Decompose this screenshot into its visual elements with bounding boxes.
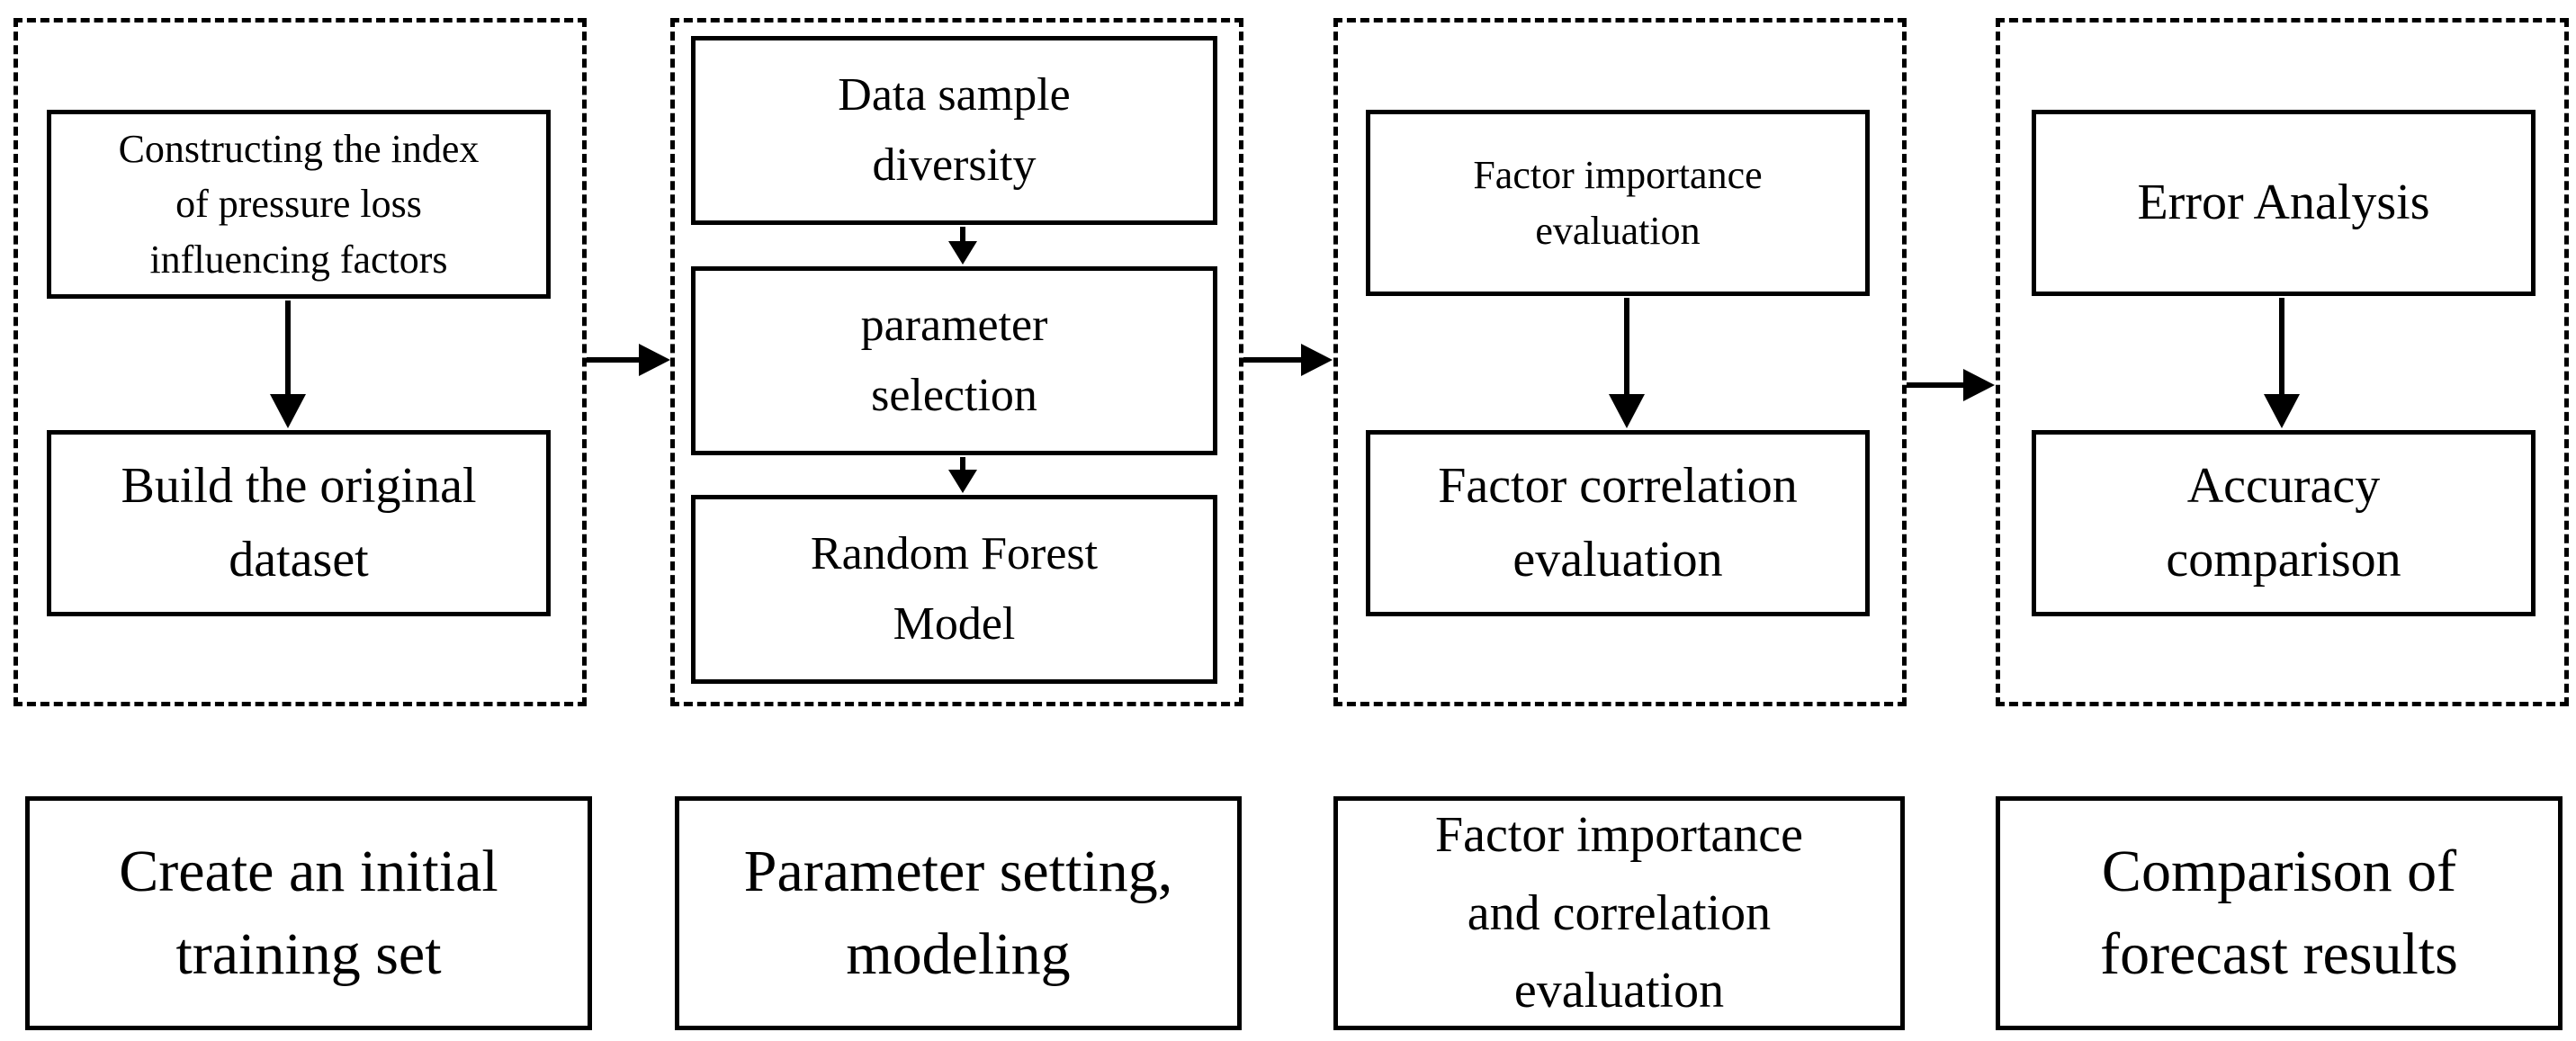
arrowhead-stage2-to-3 (1301, 344, 1333, 376)
step-accuracy-comparison-label: Accuracy comparison (2166, 458, 2401, 588)
stage-2-group (670, 18, 1243, 706)
caption-stage-3-label: Factor importance and correlation evalua… (1435, 806, 1803, 1019)
step-factor-correlation-label: Factor correlation evaluation (1438, 458, 1798, 588)
step-error-analysis-label: Error Analysis (2137, 174, 2430, 230)
caption-stage-2: Parameter setting, modeling (675, 796, 1242, 1030)
step-parameter-selection-label: parameter selection (860, 300, 1048, 421)
caption-stage-3: Factor importance and correlation evalua… (1333, 796, 1905, 1030)
stage-3-group (1333, 18, 1907, 706)
step-build-dataset: Build the original dataset (47, 430, 551, 616)
step-parameter-selection: parameter selection (691, 266, 1217, 455)
caption-stage-4: Comparison of forecast results (1996, 796, 2563, 1030)
caption-stage-4-label: Comparison of forecast results (2100, 838, 2458, 987)
step-constructing-index: Constructing the index of pressure loss … (47, 110, 551, 299)
step-accuracy-comparison: Accuracy comparison (2032, 430, 2536, 616)
step-factor-correlation: Factor correlation evaluation (1366, 430, 1870, 616)
step-factor-importance-label: Factor importance evaluation (1473, 152, 1763, 253)
caption-stage-1: Create an initial training set (25, 796, 592, 1030)
caption-stage-1-label: Create an initial training set (119, 838, 498, 987)
step-error-analysis: Error Analysis (2032, 110, 2536, 296)
arrowhead-stage2-down-2 (948, 470, 977, 493)
arrowhead-stage1-down (270, 394, 306, 428)
stage-1-group (13, 18, 587, 706)
step-factor-importance: Factor importance evaluation (1366, 110, 1870, 296)
stage-4-group (1996, 18, 2569, 706)
arrowhead-stage3-to-4 (1963, 369, 1995, 401)
arrowhead-stage2-down-1 (948, 241, 977, 265)
caption-stage-2-label: Parameter setting, modeling (743, 838, 1173, 987)
step-random-forest-model-label: Random Forest Model (810, 528, 1099, 650)
arrowhead-stage3-down (1609, 394, 1645, 428)
step-data-sample-diversity: Data sample diversity (691, 36, 1217, 225)
arrowhead-stage1-to-2 (639, 344, 670, 376)
step-constructing-index-label: Constructing the index of pressure loss … (118, 126, 480, 282)
step-build-dataset-label: Build the original dataset (121, 458, 477, 588)
arrowhead-stage4-down (2264, 394, 2300, 428)
step-data-sample-diversity-label: Data sample diversity (838, 69, 1071, 191)
step-random-forest-model: Random Forest Model (691, 495, 1217, 684)
